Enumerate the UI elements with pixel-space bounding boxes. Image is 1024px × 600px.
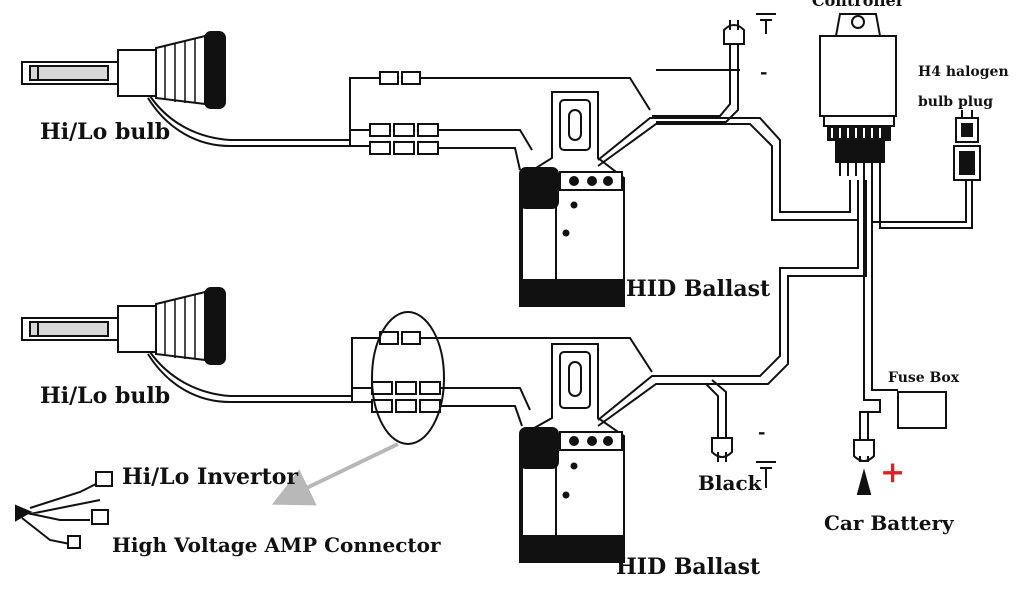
ground-fork-bottom (711, 437, 733, 462)
invertor-label: Hi/Lo Invertor (122, 464, 298, 490)
h4-halogen-label-line1: H4 halogen (918, 64, 1009, 80)
h4-halogen-plug (953, 110, 981, 181)
car-battery-label: Car Battery (824, 511, 955, 535)
wiring-harness (597, 44, 973, 440)
controller-label: Controller (812, 0, 905, 10)
minus-sign-top: - (760, 62, 767, 83)
battery-terminal (853, 439, 875, 495)
ground-fork-top (723, 20, 745, 45)
callout-arrow (271, 442, 399, 506)
bulb-bottom-label: Hi/Lo bulb (40, 383, 170, 409)
ground-symbol-bottom (756, 461, 776, 488)
hi-lo-bulb-bottom (21, 287, 352, 403)
hid-ballast-bottom (519, 343, 625, 563)
ballast-bottom-label: HID Ballast (616, 554, 761, 580)
controller-unit (819, 13, 897, 176)
minus-sign-bottom: - (758, 422, 765, 443)
fuse-box-label: Fuse Box (888, 370, 960, 386)
h4-halogen-label-line2: bulb plug (918, 94, 993, 110)
ballast-top-label: HID Ballast (626, 276, 771, 302)
connector-group-bottom (351, 331, 653, 427)
connector-highlight-ellipse (371, 311, 445, 445)
hid-ballast-top (519, 91, 625, 307)
hi-lo-invertor-connector (15, 471, 113, 549)
fuse-box (897, 391, 947, 429)
hi-lo-bulb-top (21, 31, 350, 147)
plus-sign: + (880, 455, 905, 490)
ground-symbol-top (756, 13, 776, 34)
black-wire-label: Black (698, 471, 763, 495)
connector-group-top (349, 71, 651, 171)
bulb-top-label: Hi/Lo bulb (40, 119, 170, 145)
amp-connector-label: High Voltage AMP Connector (112, 533, 441, 557)
